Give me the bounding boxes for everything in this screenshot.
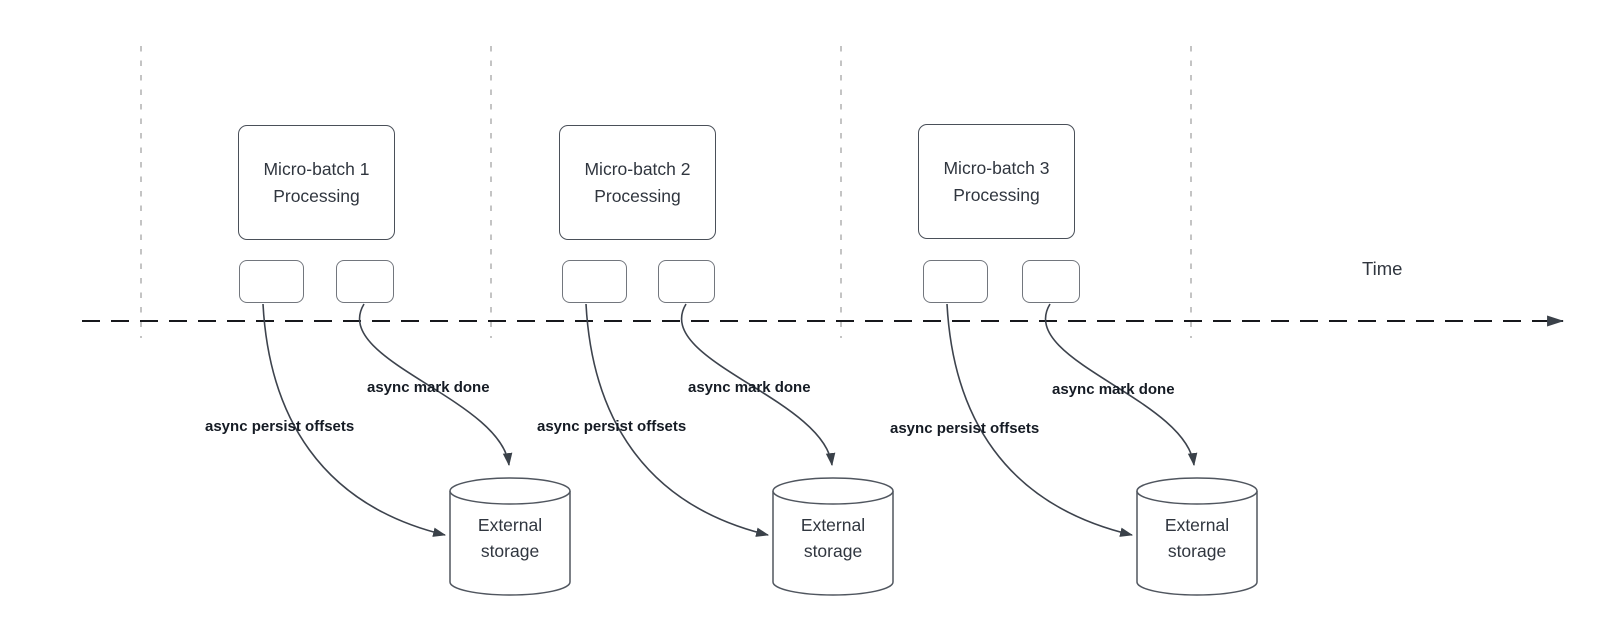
- persist-task-rect-3: [923, 260, 988, 303]
- persist-offsets-arrow-1: [262, 303, 447, 537]
- time-axis-label: Time: [1362, 258, 1403, 279]
- mark-done-arrow-1: [358, 303, 513, 467]
- microbatch-1-title-line1: Micro-batch 1: [263, 158, 370, 179]
- mark-task-rect-3: [1022, 260, 1080, 303]
- external-storage-3-line1: External: [1164, 515, 1230, 535]
- mark-done-arrow-3: [1044, 303, 1198, 467]
- microbatch-1-title-line2: Processing: [273, 185, 360, 206]
- mark-task-rect-1: [336, 260, 394, 303]
- external-storage-label-3: External storage: [1137, 512, 1257, 564]
- storage-cylinder-3: [1136, 477, 1258, 596]
- persist-offsets-label-1: async persist offsets: [205, 418, 355, 435]
- external-storage-1-line1: External: [477, 515, 543, 535]
- microbatch-3-title-line2: Processing: [953, 184, 1040, 205]
- persist-offsets-arrow-2: [585, 303, 770, 537]
- microbatch-2-title-line1: Micro-batch 2: [584, 158, 691, 179]
- mark-task-rect-2: [658, 260, 715, 303]
- persist-offsets-label-3: async persist offsets: [890, 420, 1040, 437]
- persist-offsets-arrow-3: [946, 303, 1134, 537]
- microbatch-1-processing-box: Micro-batch 1 Processing: [238, 125, 395, 240]
- microbatch-3-title-line1: Micro-batch 3: [943, 157, 1050, 178]
- microbatch-3-processing-box: Micro-batch 3 Processing: [918, 124, 1075, 239]
- microbatch-2-title-line2: Processing: [594, 185, 681, 206]
- persist-task-rect-2: [562, 260, 627, 303]
- persist-task-rect-1: [239, 260, 304, 303]
- mark-done-label-3: async mark done: [1052, 381, 1175, 398]
- microbatch-2-processing-box: Micro-batch 2 Processing: [559, 125, 716, 240]
- external-storage-label-2: External storage: [773, 512, 893, 564]
- persist-offsets-label-2: async persist offsets: [537, 418, 687, 435]
- external-storage-2-line1: External: [800, 515, 866, 535]
- mark-done-label-2: async mark done: [688, 379, 811, 396]
- storage-cylinder-2: [772, 477, 894, 596]
- external-storage-2-line2: storage: [803, 541, 863, 561]
- mark-done-arrow-2: [680, 303, 836, 467]
- mark-done-label-1: async mark done: [367, 379, 490, 396]
- storage-cylinder-1: [449, 477, 571, 596]
- external-storage-label-1: External storage: [450, 512, 570, 564]
- external-storage-1-line2: storage: [480, 541, 540, 561]
- external-storage-3-line2: storage: [1167, 541, 1227, 561]
